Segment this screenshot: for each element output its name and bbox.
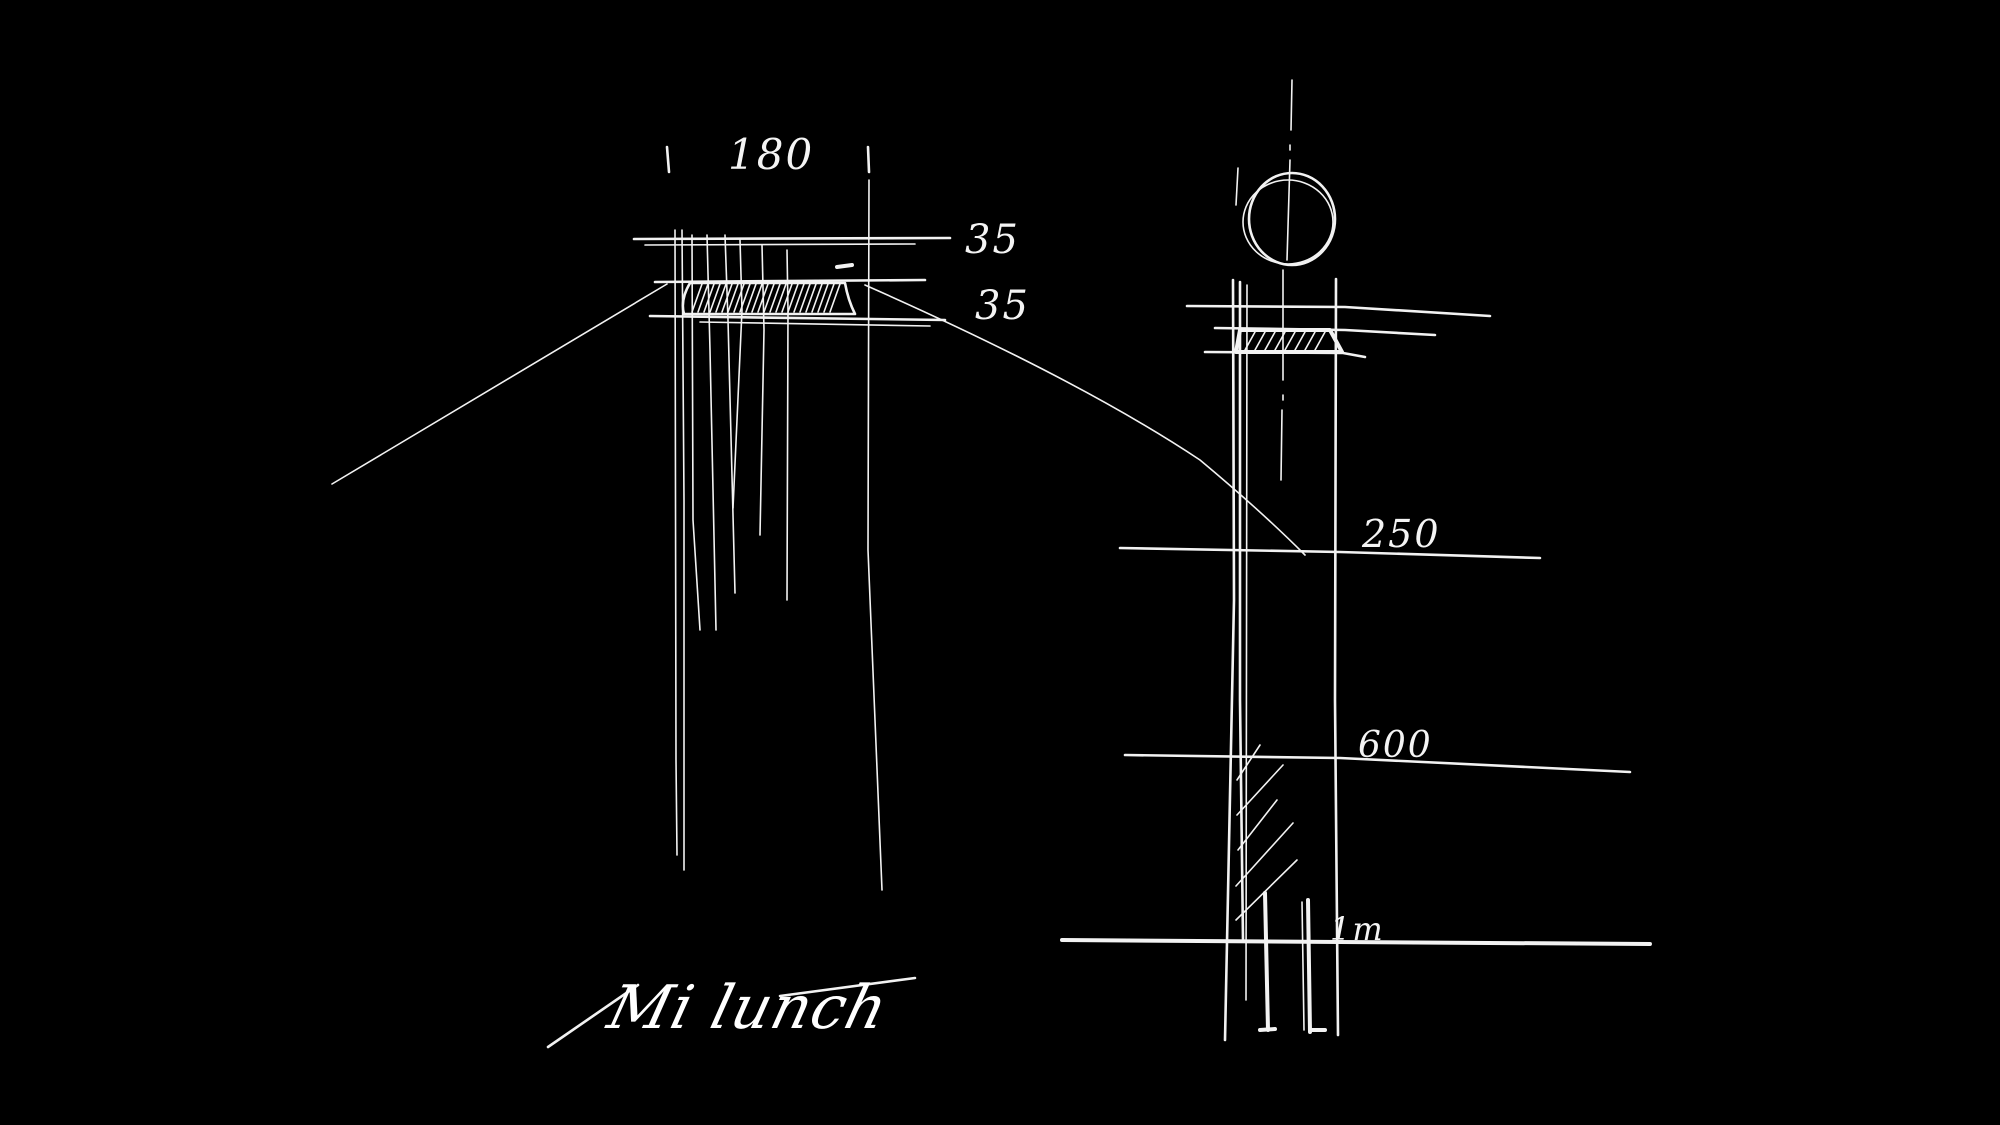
column-left-edge	[1223, 278, 1236, 1042]
lamp-head-hatching	[691, 283, 841, 313]
axis-bottom	[1280, 409, 1283, 481]
lamp-head-block	[681, 281, 857, 316]
bottom-height-label: 35	[975, 283, 1030, 329]
level-label-1m: 1m	[1330, 910, 1385, 948]
hanging-strands	[674, 179, 883, 891]
mid-line	[653, 278, 927, 284]
foot-left-base	[1258, 1027, 1277, 1032]
light-ray-right	[864, 284, 1306, 556]
top-line	[632, 236, 952, 241]
column-right-edge	[1333, 277, 1340, 1037]
top-height-label: 35	[965, 217, 1020, 263]
level-line-250	[1118, 546, 1542, 560]
width-dimension-label: 180	[728, 130, 815, 179]
level-line-600	[1123, 753, 1632, 774]
level-line-1m	[1060, 938, 1652, 946]
axis-through-globe	[1286, 159, 1291, 261]
signature-underline	[778, 976, 917, 998]
dimension-tick-left	[665, 145, 671, 174]
head-line-top	[1185, 304, 1492, 318]
artist-signature: Mi lunch	[601, 973, 896, 1043]
column-left-edge-2	[1238, 280, 1245, 942]
left-lamp-elevation	[331, 145, 1306, 891]
signature-stroke	[546, 983, 640, 1049]
light-ray-left	[331, 283, 668, 485]
level-label-600: 600	[1358, 725, 1433, 766]
foot-right-2	[1301, 901, 1305, 1031]
foot-right	[1306, 898, 1312, 1034]
column-left-inner	[1245, 284, 1248, 1001]
bottom-line	[648, 314, 947, 322]
right-lamp-elevation	[1060, 79, 1652, 1042]
globe-circle-2	[1242, 179, 1334, 265]
head-hatching	[1244, 331, 1326, 351]
bottom-line-2	[699, 321, 931, 327]
axis-top	[1290, 79, 1293, 131]
base-hatching	[1235, 744, 1298, 921]
head-block	[1234, 328, 1344, 354]
small-mark	[835, 263, 854, 269]
foot-left	[1263, 891, 1270, 1032]
top-line-2	[644, 243, 916, 246]
globe-circle	[1247, 171, 1337, 267]
level-label-250: 250	[1362, 512, 1441, 556]
globe-side-mark	[1235, 167, 1239, 206]
dimension-tick-right	[866, 145, 871, 174]
